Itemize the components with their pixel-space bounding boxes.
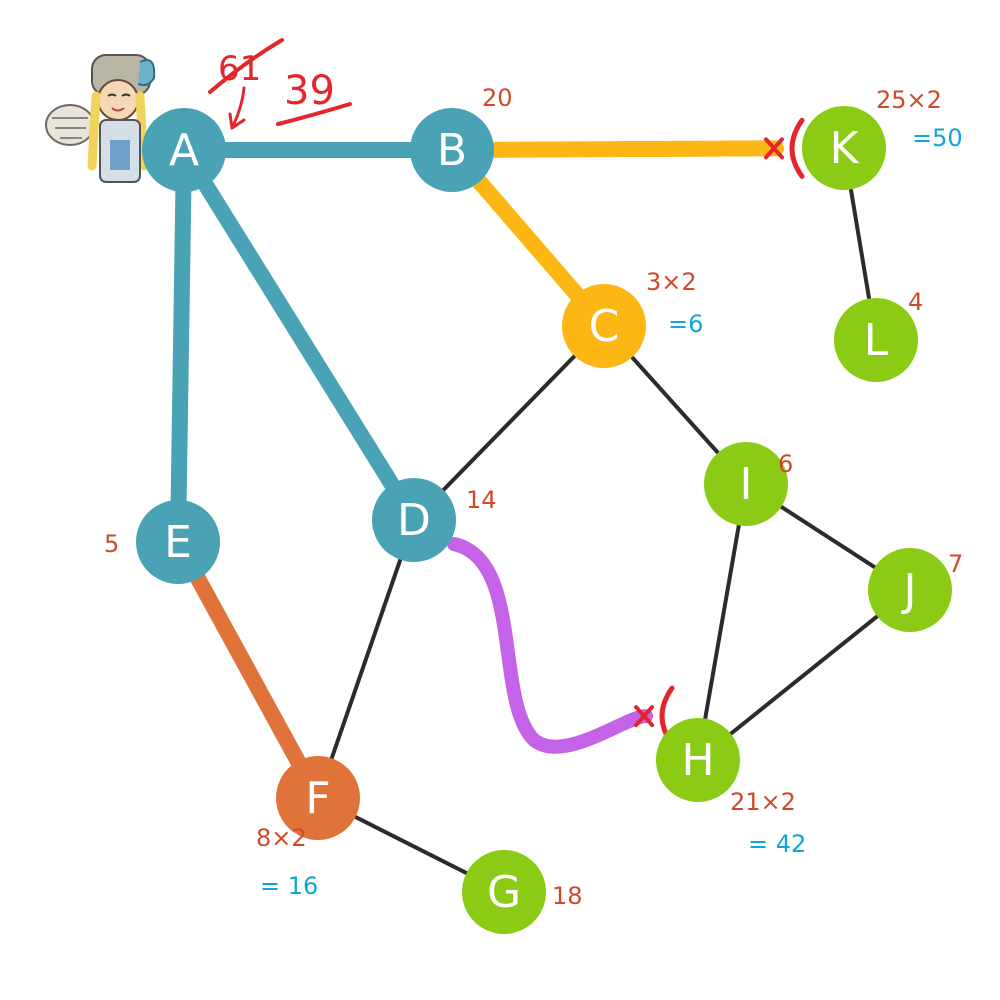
character-illustration bbox=[45, 54, 156, 183]
node-a: A bbox=[142, 108, 226, 192]
annotation-f-line1: 8×2 bbox=[256, 824, 307, 852]
edge-d-f bbox=[316, 518, 416, 800]
annotation-g: 18 bbox=[552, 882, 583, 910]
annotation-j: 7 bbox=[948, 550, 963, 578]
node-d-circle bbox=[372, 478, 456, 562]
node-d: D bbox=[372, 478, 456, 562]
annotation-h-line2: = 42 bbox=[748, 830, 806, 858]
node-l: L bbox=[834, 298, 918, 382]
annotation-c-line2: =6 bbox=[668, 310, 703, 338]
annotation-d: 14 bbox=[466, 486, 497, 514]
node-i-label: I bbox=[740, 459, 753, 510]
annotations-layer: 61 39 20 25×2 =50 3×2 =6 4 6 7 14 5 8×2 … bbox=[104, 38, 963, 910]
node-f-label: F bbox=[305, 773, 330, 824]
nodes-layer: A B C D E F G H I J K L bbox=[136, 106, 952, 934]
edge-c-d bbox=[412, 324, 606, 522]
node-j-label: J bbox=[901, 565, 917, 616]
node-k-label: K bbox=[830, 123, 860, 174]
node-h-label: H bbox=[681, 735, 714, 786]
node-f-circle bbox=[276, 756, 360, 840]
node-c: C bbox=[562, 284, 646, 368]
node-l-circle bbox=[834, 298, 918, 382]
strike-through-line bbox=[208, 38, 284, 94]
edge-a-e bbox=[170, 142, 192, 550]
annotation-f-line2: = 16 bbox=[260, 872, 318, 900]
node-c-label: C bbox=[589, 301, 620, 352]
node-i: I bbox=[704, 442, 788, 526]
node-a-label: A bbox=[169, 125, 199, 176]
edge-d-h bbox=[447, 537, 654, 754]
annotation-l: 4 bbox=[908, 288, 923, 316]
edge-i-h bbox=[696, 482, 748, 762]
annotation-i: 6 bbox=[778, 450, 793, 478]
node-e-label: E bbox=[164, 517, 192, 568]
node-b-circle bbox=[410, 108, 494, 192]
edge-b-k bbox=[444, 140, 785, 158]
node-k-circle bbox=[802, 106, 886, 190]
edge-a-d bbox=[176, 142, 422, 528]
underline-mark bbox=[276, 102, 352, 126]
cut-mark-k bbox=[764, 117, 805, 179]
node-c-circle bbox=[562, 284, 646, 368]
annotation-c-line1: 3×2 bbox=[646, 268, 697, 296]
node-i-circle bbox=[704, 442, 788, 526]
node-b-label: B bbox=[437, 125, 467, 176]
node-h-circle bbox=[656, 718, 740, 802]
annotation-k-line1: 25×2 bbox=[876, 86, 942, 114]
node-h: H bbox=[656, 718, 740, 802]
node-e-circle bbox=[136, 500, 220, 584]
node-g-circle bbox=[462, 850, 546, 934]
node-f: F bbox=[276, 756, 360, 840]
node-g: G bbox=[462, 850, 546, 934]
annotation-a-total: 39 bbox=[284, 68, 335, 114]
node-l-label: L bbox=[864, 315, 889, 366]
edge-e-f bbox=[170, 534, 326, 806]
node-d-label: D bbox=[397, 495, 431, 546]
annotation-k-line2: =50 bbox=[912, 124, 963, 152]
node-j: J bbox=[868, 548, 952, 632]
node-e: E bbox=[136, 500, 220, 584]
arrow-down-icon bbox=[228, 86, 246, 130]
annotation-b: 20 bbox=[482, 84, 513, 112]
node-k: K bbox=[802, 106, 886, 190]
node-b: B bbox=[410, 108, 494, 192]
node-a-circle bbox=[142, 108, 226, 192]
node-j-circle bbox=[868, 548, 952, 632]
node-g-label: G bbox=[487, 867, 521, 918]
annotation-h-line1: 21×2 bbox=[730, 788, 796, 816]
edge-j-h bbox=[696, 588, 912, 762]
annotation-e: 5 bbox=[104, 530, 119, 558]
